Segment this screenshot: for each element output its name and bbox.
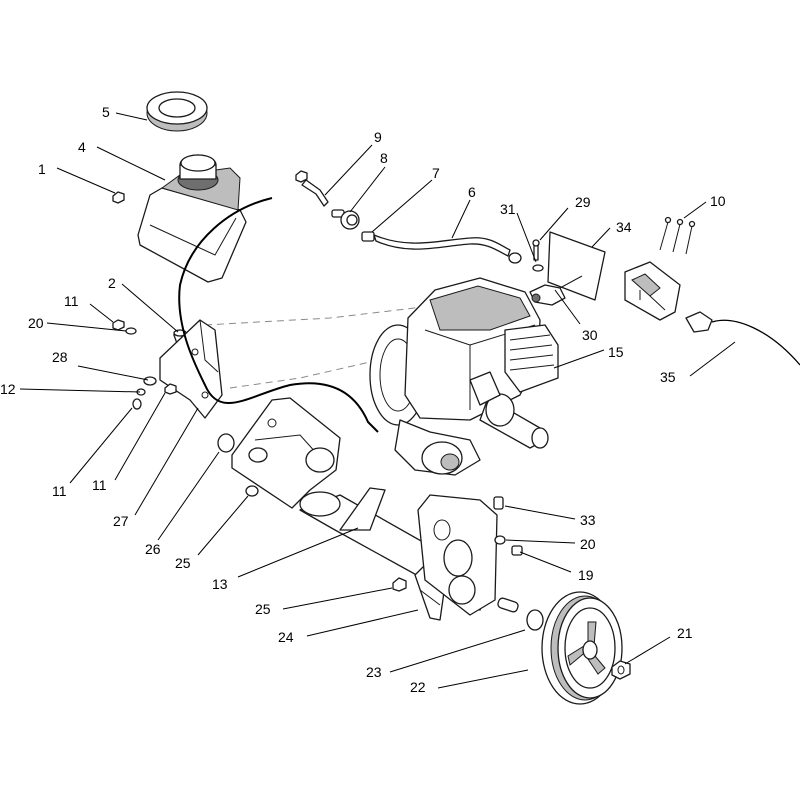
leader-lines [19,112,736,689]
callout-12: 12 [0,381,16,397]
part-35-power-cord [685,311,800,366]
callout-20b: 20 [580,536,596,552]
bracket-hardware [112,319,177,410]
callout-13: 13 [212,576,228,592]
right-hardware [493,496,523,556]
callout-31: 31 [500,201,516,217]
part-27-bracket [159,319,223,419]
part-23-spacer [497,597,544,631]
callout-30: 30 [582,327,598,343]
part-1-nut [112,191,125,204]
callout-23: 23 [366,664,382,680]
part-22-wheel [541,591,623,705]
part-21-nut [611,660,631,680]
part-10-screws [659,216,696,255]
part-15-engine [369,277,559,476]
callout-27: 27 [113,513,129,529]
switch-assembly [529,231,606,306]
callout-9: 9 [374,129,382,145]
left-hardware [217,433,407,592]
callout-11b: 11 [52,483,67,499]
callout-15: 15 [608,344,624,360]
callout-8: 8 [380,150,388,166]
part-5-cap-ring [146,91,208,132]
callout-labels: 1 2 4 5 6 7 8 9 10 11 11 11 12 13 15 19 … [0,104,726,695]
callout-2: 2 [108,275,116,291]
left-side-plate [231,397,341,509]
callout-11a: 11 [64,293,79,309]
callout-19: 19 [578,567,594,583]
callout-10: 10 [710,193,726,209]
part-4-fuel-tank [137,154,247,283]
fuel-line-assembly [295,170,522,264]
callout-33: 33 [580,512,596,528]
callout-24: 24 [278,629,294,645]
callout-29: 29 [575,194,591,210]
callout-26: 26 [145,541,161,557]
callout-5: 5 [102,104,110,120]
callout-34: 34 [616,219,632,235]
callout-6: 6 [468,184,476,200]
callout-20a: 20 [28,315,44,331]
callout-35: 35 [660,369,676,385]
callout-25b: 25 [255,601,271,617]
electric-start-box [624,261,681,321]
callout-1: 1 [38,161,46,177]
callout-4: 4 [78,139,86,155]
callout-28: 28 [52,349,68,365]
callout-22: 22 [410,679,426,695]
callout-7: 7 [432,165,440,181]
throttle-cable [178,197,379,433]
callout-21: 21 [677,625,693,641]
callout-25a: 25 [175,555,191,571]
right-side-plate [417,494,498,616]
callout-11c: 11 [92,477,107,493]
